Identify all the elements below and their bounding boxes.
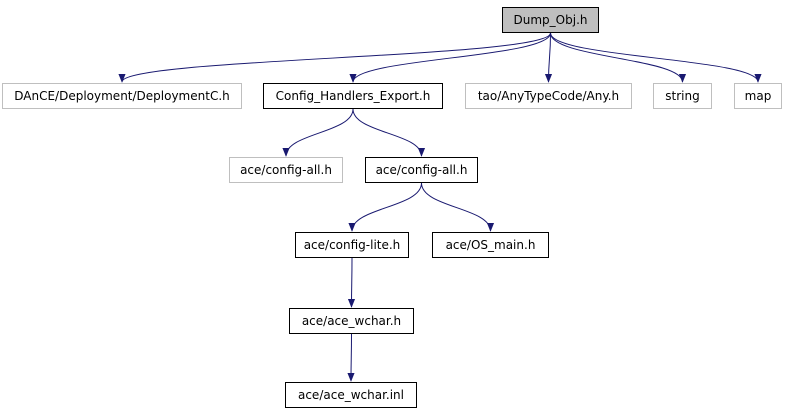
node-any-h[interactable]: tao/AnyTypeCode/Any.h xyxy=(465,83,632,109)
node-config-all-h-external[interactable]: ace/config-all.h xyxy=(229,157,343,183)
node-dump-obj-h[interactable]: Dump_Obj.h xyxy=(502,7,599,33)
edge-config_all-to-os_main xyxy=(421,182,495,232)
edge-config_all-to-config_lite xyxy=(348,182,422,232)
edge-dump_obj-to-config_handlers_export xyxy=(349,32,551,83)
node-config-handlers-export-h[interactable]: Config_Handlers_Export.h xyxy=(263,83,443,109)
node-config-all-h[interactable]: ace/config-all.h xyxy=(365,157,478,183)
node-os-main-h[interactable]: ace/OS_main.h xyxy=(432,232,549,258)
edge-config_lite-to-ace_wchar_h xyxy=(347,257,356,308)
edge-dump_obj-to-map xyxy=(550,32,762,83)
edge-ace_wchar_h-to-ace_wchar_inl xyxy=(347,333,355,382)
edge-dump_obj-to-string xyxy=(550,32,687,83)
node-deployment-c-h[interactable]: DAnCE/Deployment/DeploymentC.h xyxy=(2,83,242,109)
edge-dump_obj-to-deployment_c xyxy=(118,32,551,83)
edge-dump_obj-to-any_h xyxy=(544,32,553,83)
node-ace-wchar-inl[interactable]: ace/ace_wchar.inl xyxy=(285,382,417,408)
edge-config_handlers_export-to-config_all xyxy=(352,108,426,157)
node-config-lite-h[interactable]: ace/config-lite.h xyxy=(295,232,409,258)
node-ace-wchar-h[interactable]: ace/ace_wchar.h xyxy=(289,308,414,334)
node-string[interactable]: string xyxy=(653,83,712,109)
node-map[interactable]: map xyxy=(734,83,782,109)
edge-config_handlers_export-to-config_all_ext xyxy=(282,108,354,157)
